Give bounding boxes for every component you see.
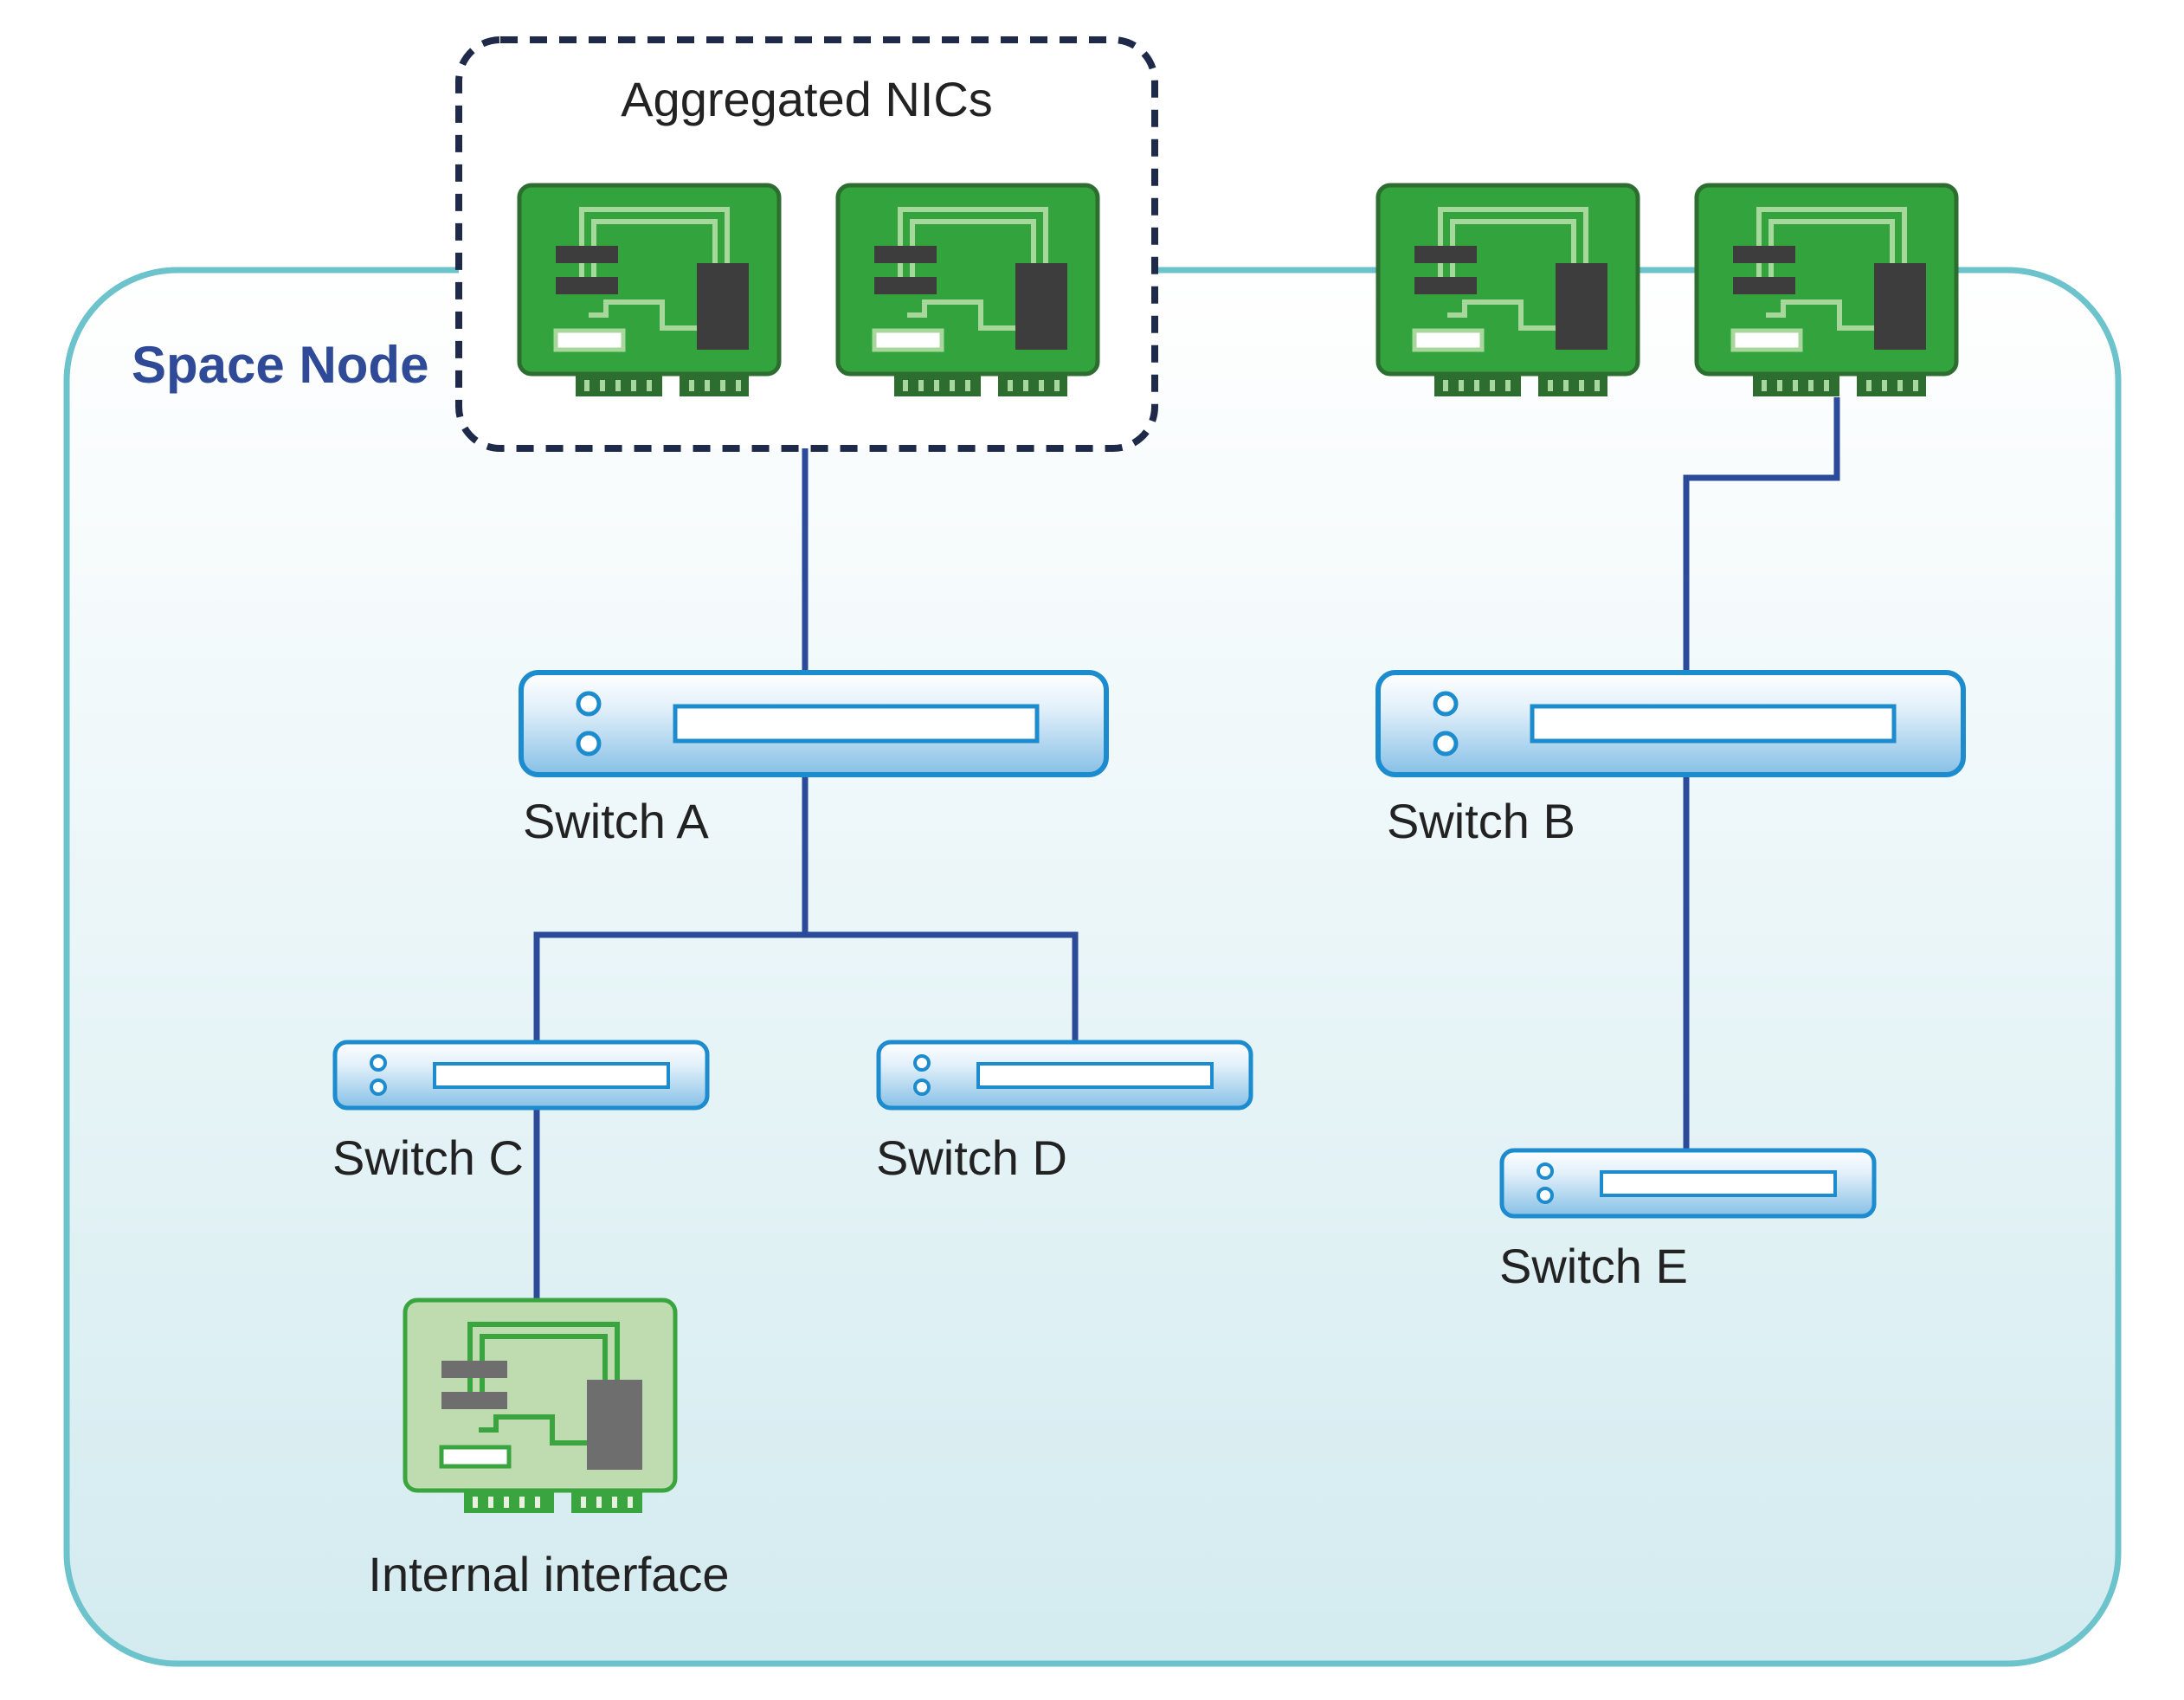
internal-interface-label: Internal interface (368, 1547, 729, 1601)
switch-a-icon (521, 673, 1106, 775)
switch-d-icon (879, 1042, 1251, 1108)
switch-c-label: Switch C (332, 1130, 524, 1185)
switch-d-label: Switch D (876, 1130, 1067, 1185)
link-switch-a-to-switch-c (533, 931, 805, 1040)
nic-card-icon (519, 185, 779, 396)
switch-c-icon (335, 1042, 707, 1108)
nic-card-icon (838, 185, 1098, 396)
aggregated-nics-label: Aggregated NICs (621, 72, 993, 126)
link-nic-4-to-switch-b (1683, 397, 1840, 673)
switch-b-label: Switch B (1387, 794, 1575, 848)
switch-e-label: Switch E (1499, 1239, 1688, 1293)
connection-lines (533, 397, 1840, 1301)
switch-b-icon (1378, 673, 1963, 775)
switch-e-icon (1502, 1150, 1874, 1216)
nic-card-icon (1697, 185, 1956, 396)
switch-a-label: Switch A (523, 794, 709, 848)
internal-interface-icon (405, 1300, 675, 1513)
space-node-title: Space Node (132, 336, 428, 394)
link-switch-a-to-switch-d (805, 931, 1079, 1040)
nic-card-icon (1378, 185, 1638, 396)
